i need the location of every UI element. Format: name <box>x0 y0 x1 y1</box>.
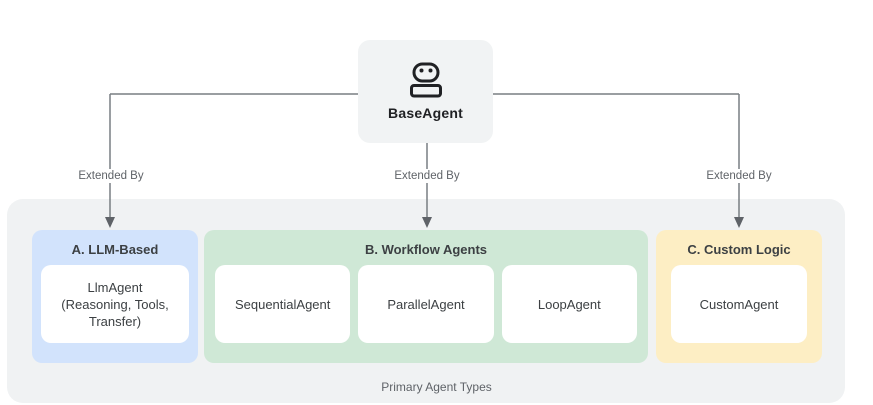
group-workflow-agents-children: SequentialAgent ParallelAgent LoopAgent <box>204 265 648 343</box>
group-llm-based: A. LLM-Based LlmAgent (Reasoning, Tools,… <box>32 230 198 363</box>
group-custom-logic: C. Custom Logic CustomAgent <box>656 230 822 363</box>
arrowhead-right <box>734 217 744 228</box>
agent-card-sequentialagent: SequentialAgent <box>215 265 351 343</box>
arrowhead-mid <box>422 217 432 228</box>
agent-card-label: CustomAgent <box>699 296 779 312</box>
base-agent-node: BaseAgent <box>358 40 493 143</box>
agent-card-label: ParallelAgent <box>387 296 465 312</box>
extended-by-label-left: Extended By <box>74 169 148 183</box>
agent-card-label: LlmAgent <box>87 279 143 295</box>
agent-card-parallelagent: ParallelAgent <box>358 265 494 343</box>
agent-card-loopagent: LoopAgent <box>501 265 637 343</box>
agent-card-llmagent: LlmAgent (Reasoning, Tools, Transfer) <box>41 265 189 343</box>
group-llm-based-title: A. LLM-Based <box>71 242 159 257</box>
agent-card-label: LoopAgent <box>537 296 601 312</box>
panel-caption: Primary Agent Types <box>381 380 492 394</box>
group-workflow-agents-title: B. Workflow Agents <box>364 242 488 257</box>
extended-by-label-right: Extended By <box>702 169 776 183</box>
agent-card-customagent: CustomAgent <box>671 265 807 343</box>
group-custom-logic-children: CustomAgent <box>656 265 822 343</box>
robot-icon <box>409 62 442 98</box>
group-custom-logic-title: C. Custom Logic <box>687 242 791 257</box>
group-workflow-agents: B. Workflow Agents SequentialAgent Paral… <box>204 230 648 363</box>
base-agent-label: BaseAgent <box>388 105 463 121</box>
extended-by-label-middle: Extended By <box>390 169 464 183</box>
agent-card-label: SequentialAgent <box>234 296 331 312</box>
agent-card-sublabel: (Reasoning, Tools, Transfer) <box>61 296 169 329</box>
arrowhead-left <box>105 217 115 228</box>
group-llm-based-children: LlmAgent (Reasoning, Tools, Transfer) <box>32 265 198 343</box>
